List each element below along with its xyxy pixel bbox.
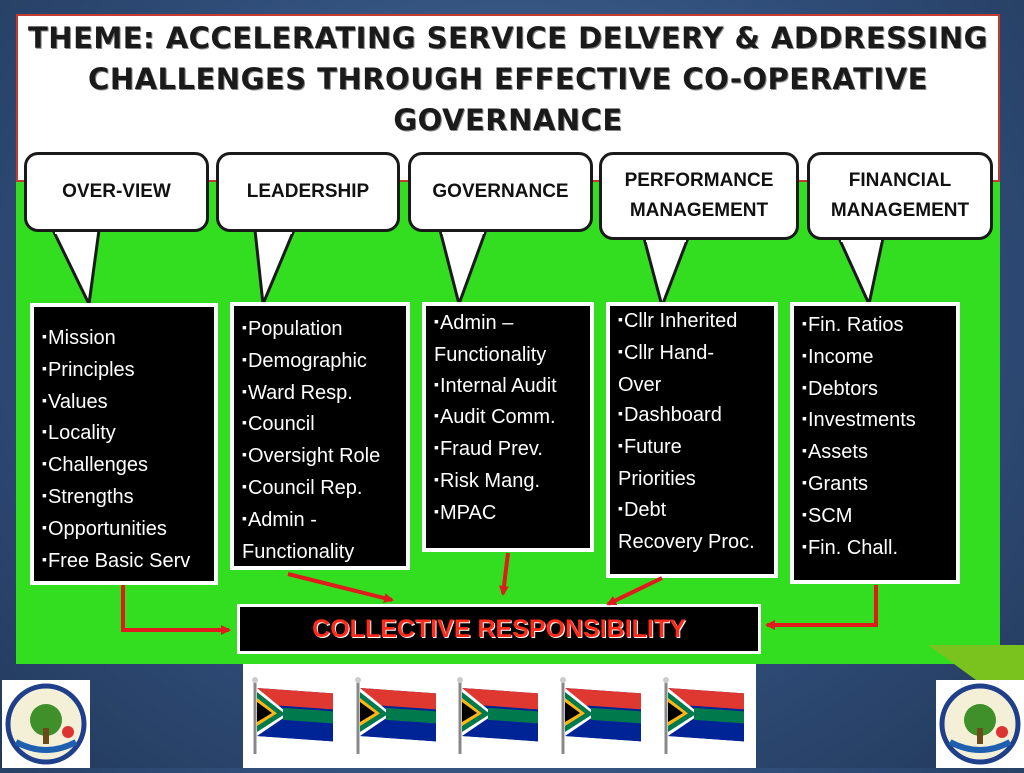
list-financial: Fin. Ratios Income Debtors Investments A… <box>802 310 956 564</box>
list-item: Principles <box>42 355 214 387</box>
list-item: Future Priorities <box>618 432 774 495</box>
heading-performance: PERFORMANCE MANAGEMENT <box>624 170 774 221</box>
list-item: Assets <box>802 437 956 469</box>
bubble-governance: GOVERNANCE <box>408 152 593 232</box>
heading-governance: GOVERNANCE <box>432 181 569 202</box>
list-item: Council <box>242 409 406 441</box>
flag-strip <box>243 664 756 768</box>
panel-financial: Fin. Ratios Income Debtors Investments A… <box>790 302 960 584</box>
tail-financial <box>837 236 885 306</box>
list-item: Risk Mang. <box>434 466 590 498</box>
bubble-financial: FINANCIAL MANAGEMENT <box>807 152 993 240</box>
municipality-crest-icon <box>5 683 87 765</box>
list-item: Cllr Inherited <box>618 306 774 338</box>
heading-leadership: LEADERSHIP <box>246 181 370 202</box>
list-leadership: Population Demographic Ward Resp. Counci… <box>242 314 406 567</box>
panel-performance: Cllr Inherited Cllr Hand- Over Dashboard… <box>606 302 778 578</box>
panel-leadership: Population Demographic Ward Resp. Counci… <box>230 302 410 570</box>
tail-performance <box>642 236 690 308</box>
list-item: Challenges <box>42 450 214 482</box>
panel-governance: Admin – Functionality Internal Audit Aud… <box>422 302 594 552</box>
south-african-flag-icon <box>457 677 539 754</box>
municipality-crest-icon <box>939 683 1021 765</box>
list-item: Strengths <box>42 482 214 514</box>
list-item: Opportunities <box>42 514 214 546</box>
municipality-logo-left <box>2 680 90 768</box>
list-item: Fin. Ratios <box>802 310 956 342</box>
page-title: THEME: ACCELERATING SERVICE DELVERY & AD… <box>28 21 988 137</box>
list-item: Demographic <box>242 346 406 378</box>
list-overview: Mission Principles Values Locality Chall… <box>42 323 214 577</box>
list-item: Investments <box>802 405 956 437</box>
tail-governance <box>438 228 488 306</box>
list-item: Values <box>42 387 214 419</box>
panel-overview: Mission Principles Values Locality Chall… <box>30 303 218 585</box>
bubble-performance: PERFORMANCE MANAGEMENT <box>599 152 799 240</box>
heading-overview: OVER-VIEW <box>62 181 171 202</box>
list-item: Council Rep. <box>242 473 406 505</box>
bubble-leadership: LEADERSHIP <box>216 152 400 232</box>
list-item: Locality <box>42 418 214 450</box>
list-governance: Admin – Functionality Internal Audit Aud… <box>434 308 590 530</box>
collective-responsibility-box: COLLECTIVE RESPONSIBILITY <box>237 604 761 654</box>
list-item: Ward Resp. <box>242 378 406 410</box>
list-performance: Cllr Inherited Cllr Hand- Over Dashboard… <box>618 306 774 557</box>
heading-financial: FINANCIAL MANAGEMENT <box>830 170 970 221</box>
south-african-flag-icon <box>252 677 334 754</box>
list-item: Fin. Chall. <box>802 533 956 565</box>
list-item: Income <box>802 342 956 374</box>
list-item: Debtors <box>802 374 956 406</box>
bubble-overview: OVER-VIEW <box>24 152 209 232</box>
tail-leadership <box>253 228 296 306</box>
list-item: Grants <box>802 469 956 501</box>
list-item: Oversight Role <box>242 441 406 473</box>
list-item: Admin - Functionality <box>242 505 406 568</box>
tail-overview <box>51 228 101 306</box>
list-item: Admin – Functionality <box>434 308 590 371</box>
list-item: Debt Recovery Proc. <box>618 495 774 558</box>
list-item: MPAC <box>434 498 590 530</box>
south-african-flag-icon <box>662 677 744 754</box>
list-item: Free Basic Serv <box>42 546 214 578</box>
list-item: Population <box>242 314 406 346</box>
list-item: Dashboard <box>618 400 774 432</box>
list-item: Internal Audit <box>434 371 590 403</box>
list-item: Cllr Hand- Over <box>618 338 774 401</box>
south-african-flag-icon <box>560 677 642 754</box>
list-item: Mission <box>42 323 214 355</box>
list-item: Audit Comm. <box>434 402 590 434</box>
south-african-flag-icon <box>354 677 436 754</box>
list-item: SCM <box>802 501 956 533</box>
municipality-logo-right <box>936 680 1024 768</box>
list-item: Fraud Prev. <box>434 434 590 466</box>
